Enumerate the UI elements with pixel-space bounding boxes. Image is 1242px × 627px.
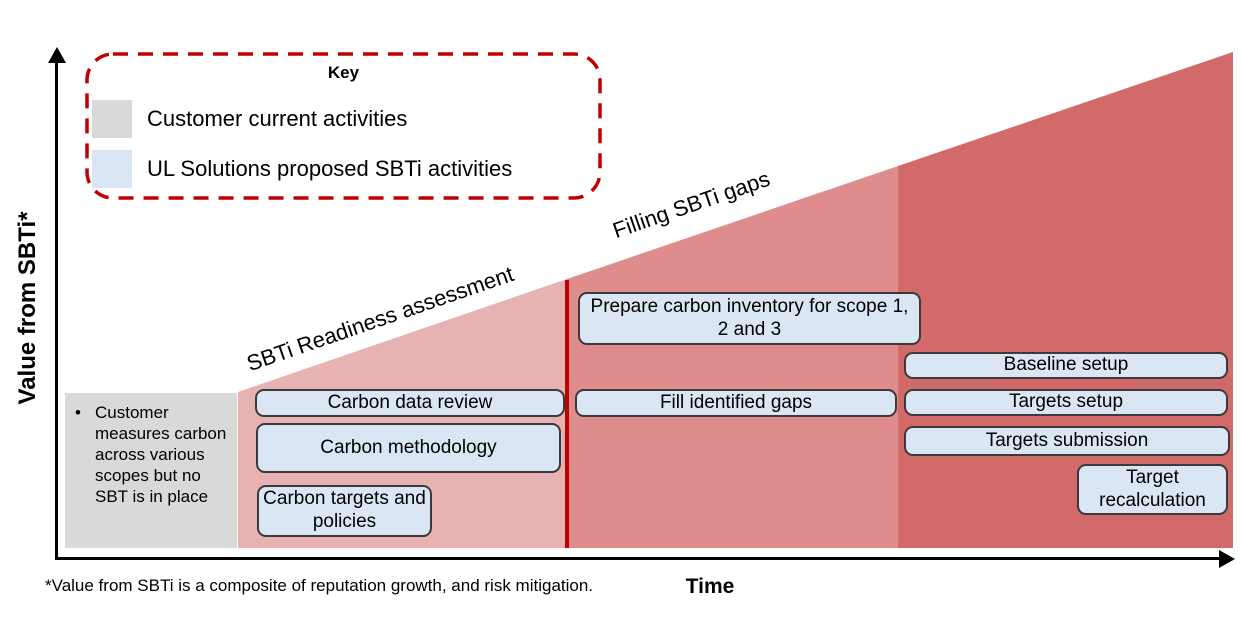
y-axis-label: Value from SBTi* xyxy=(14,211,41,405)
customer-current-state-box: • Customer measures carbon across variou… xyxy=(65,393,237,548)
activity-baseline-setup: Baseline setup xyxy=(904,352,1228,379)
activity-fill-identified-gaps: Fill identified gaps xyxy=(575,389,897,417)
legend-title: Key xyxy=(327,63,360,82)
legend: Key Customer current activities UL Solut… xyxy=(85,52,602,200)
customer-current-state-text: Customer measures carbon across various … xyxy=(95,403,227,506)
y-axis-arrow-icon xyxy=(48,47,66,63)
footnote: *Value from SBTi is a composite of reput… xyxy=(45,576,594,595)
gray-swatch xyxy=(92,100,132,138)
customer-current-state-item: • Customer measures carbon across variou… xyxy=(75,402,232,507)
phase-divider-line xyxy=(565,280,569,548)
x-axis-label: Time xyxy=(685,575,735,598)
activity-carbon-targets-and-policies: Carbon targets and policies xyxy=(257,485,432,537)
legend-item-label: UL Solutions proposed SBTi activities xyxy=(147,156,513,181)
x-axis-arrow-icon xyxy=(1219,550,1235,568)
activity-carbon-methodology: Carbon methodology xyxy=(256,423,561,473)
bullet-icon: • xyxy=(75,403,81,422)
activity-carbon-data-review: Carbon data review xyxy=(255,389,565,417)
legend-item-proposed-activities: UL Solutions proposed SBTi activities xyxy=(92,150,512,188)
y-axis-line xyxy=(55,62,58,559)
activity-targets-setup: Targets setup xyxy=(904,389,1228,416)
activity-target-recalculation: Target recalculation xyxy=(1077,464,1228,515)
legend-item-label: Customer current activities xyxy=(147,106,408,131)
legend-dashed-border xyxy=(85,52,602,200)
activity-targets-submission: Targets submission xyxy=(904,426,1230,456)
activity-prepare-carbon-inventory: Prepare carbon inventory for scope 1, 2 … xyxy=(578,292,921,345)
x-axis-line xyxy=(55,557,1221,560)
legend-item-current-activities: Customer current activities xyxy=(92,100,407,138)
blue-swatch xyxy=(92,150,132,188)
